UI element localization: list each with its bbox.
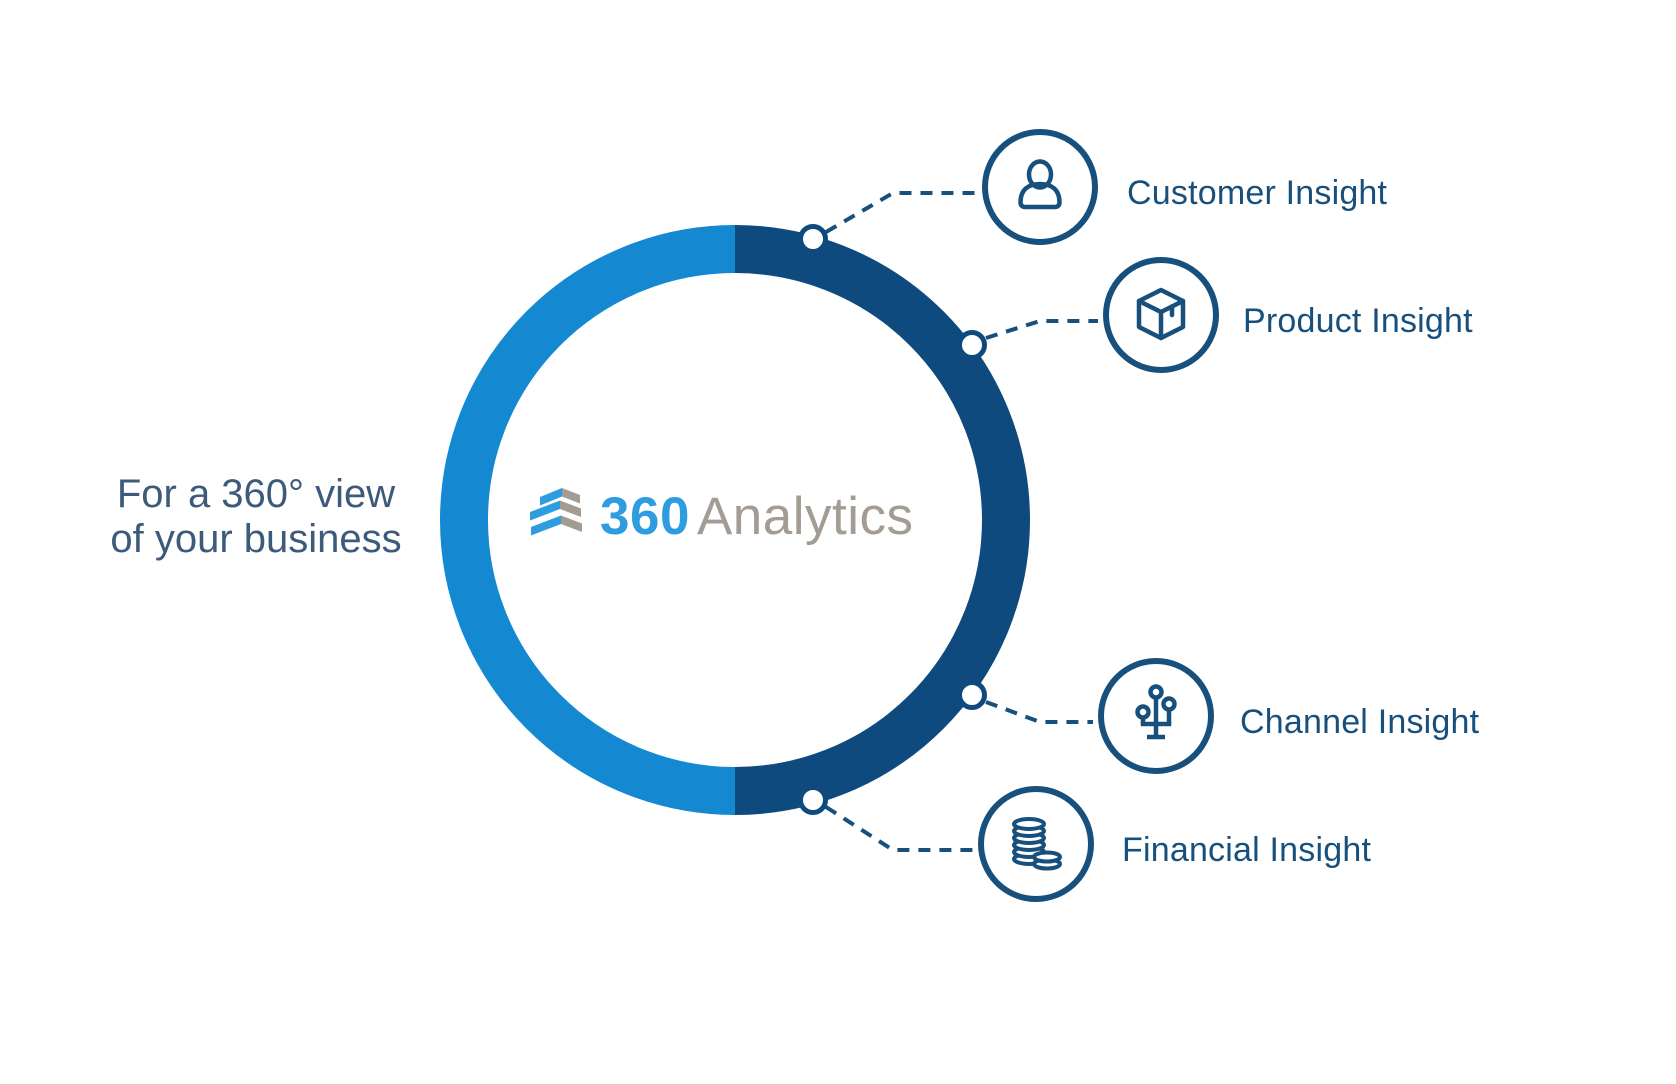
tagline-line2: of your business bbox=[110, 517, 402, 561]
connector-channel bbox=[985, 700, 1093, 724]
channel-branch-icon bbox=[1135, 684, 1177, 740]
ring-node-channel bbox=[957, 680, 987, 710]
tagline-line1: For a 360° view bbox=[116, 472, 396, 516]
ring-node-product bbox=[957, 330, 987, 360]
stacked-layers-icon bbox=[530, 488, 582, 536]
label-channel-insight: Channel Insight bbox=[1240, 703, 1480, 741]
ring-right-half bbox=[734, 225, 1030, 815]
badge-channel-insight bbox=[1098, 658, 1214, 774]
coins-icon bbox=[1012, 817, 1062, 871]
ring-node-customer bbox=[798, 224, 828, 254]
badge-financial-insight bbox=[978, 786, 1094, 902]
box-icon bbox=[1136, 287, 1186, 341]
logo-360-analytics: 360 Analytics bbox=[528, 485, 914, 547]
label-customer-insight: Customer Insight bbox=[1127, 174, 1388, 212]
logo-word: Analytics bbox=[696, 486, 914, 546]
connector-customer bbox=[824, 191, 977, 234]
tagline: For a 360° view of your business bbox=[100, 472, 412, 562]
ring-node-financial bbox=[798, 785, 828, 815]
logo-number: 360 bbox=[600, 486, 690, 546]
person-icon bbox=[1018, 159, 1062, 210]
label-product-insight: Product Insight bbox=[1243, 302, 1473, 340]
badge-product-insight bbox=[1103, 257, 1219, 373]
connector-financial bbox=[824, 805, 973, 852]
badge-customer-insight bbox=[982, 129, 1098, 245]
ring-left-half bbox=[440, 225, 736, 815]
label-financial-insight: Financial Insight bbox=[1122, 831, 1372, 869]
connector-product bbox=[985, 319, 1098, 340]
